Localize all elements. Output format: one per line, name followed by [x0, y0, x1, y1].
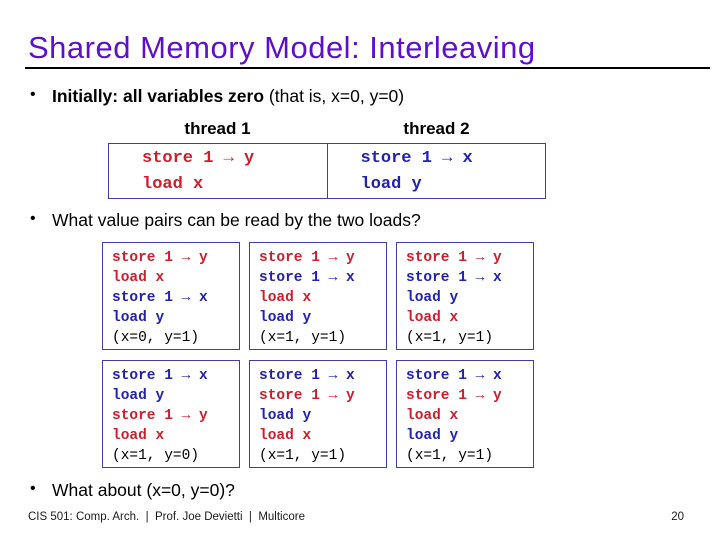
thread-headers: thread 1 thread 2 [108, 119, 546, 139]
code-line: store 1 → y [112, 250, 208, 266]
code-line: load y [259, 408, 312, 424]
thread2-header: thread 2 [403, 119, 470, 138]
result-line: (x=1, y=0) [112, 448, 200, 464]
code-line: store 1 → y [142, 149, 255, 168]
interleaving-box: store 1 → x load y store 1 → y load x (x… [102, 360, 240, 468]
code-line: store 1 → y [259, 388, 355, 404]
code-line: store 1 → x [406, 270, 502, 286]
code-line: store 1 → x [406, 368, 502, 384]
thread1-cell: store 1 → y load x [109, 144, 328, 198]
slide-title: Shared Memory Model: Interleaving [28, 30, 536, 65]
code-line: load y [360, 175, 422, 194]
thread1-header: thread 1 [184, 119, 251, 138]
code-line: store 1 → y [406, 250, 502, 266]
result-line: (x=0, y=1) [112, 330, 200, 346]
code-line: store 1 → x [112, 290, 208, 306]
bullet-initially-bold: Initially: all variables zero [52, 86, 265, 106]
result-line: (x=1, y=1) [259, 448, 347, 464]
code-line: load x [112, 270, 165, 286]
code-line: store 1 → x [112, 368, 208, 384]
bullet-question-loads: • What value pairs can be read by the tw… [30, 210, 421, 231]
code-line: load x [142, 175, 204, 194]
code-line: load y [259, 310, 312, 326]
result-line: (x=1, y=1) [406, 330, 494, 346]
code-line: load y [112, 388, 165, 404]
code-line: load y [112, 310, 165, 326]
bullet-dot: • [30, 86, 36, 103]
bullet-question-loads-text: What value pairs can be read by the two … [52, 210, 421, 230]
code-line: load x [406, 310, 459, 326]
code-line: load y [406, 290, 459, 306]
result-line: (x=1, y=1) [406, 448, 494, 464]
code-line: store 1 → y [259, 250, 355, 266]
bullet-initially-text: Initially: all variables zero (that is, … [52, 86, 404, 107]
code-line: store 1 → x [259, 368, 355, 384]
code-line: store 1 → y [406, 388, 502, 404]
bullet-dot: • [30, 210, 36, 227]
bullet-initially-rest: (that is, x=0, y=0) [264, 86, 405, 106]
bullet-initially: • Initially: all variables zero (that is… [30, 86, 404, 107]
code-line: store 1 → x [259, 270, 355, 286]
footer-text: CIS 501: Comp. Arch. | Prof. Joe Deviett… [28, 511, 305, 523]
interleaving-box: store 1 → x store 1 → y load y load x (x… [249, 360, 387, 468]
interleaving-box: store 1 → y store 1 → x load x load y (x… [249, 242, 387, 350]
title-underline [25, 67, 710, 69]
bullet-question-zero: • What about (x=0, y=0)? [30, 480, 235, 501]
code-line: load x [406, 408, 459, 424]
bullet-dot: • [30, 480, 36, 497]
thread2-cell: store 1 → x load y [328, 144, 546, 198]
code-line: store 1 → x [360, 149, 473, 168]
code-line: load y [406, 428, 459, 444]
interleaving-box: store 1 → x store 1 → y load x load y (x… [396, 360, 534, 468]
interleaving-box: store 1 → y store 1 → x load y load x (x… [396, 242, 534, 350]
interleavings-row-1: store 1 → y load x store 1 → x load y (x… [102, 242, 534, 350]
result-line: (x=1, y=1) [259, 330, 347, 346]
code-line: store 1 → y [112, 408, 208, 424]
interleaving-box: store 1 → y load x store 1 → x load y (x… [102, 242, 240, 350]
bullet-question-zero-text: What about (x=0, y=0)? [52, 480, 235, 500]
code-line: load x [112, 428, 165, 444]
code-line: load x [259, 428, 312, 444]
page-number: 20 [671, 511, 684, 523]
interleavings-row-2: store 1 → x load y store 1 → y load x (x… [102, 360, 534, 468]
threads-box: store 1 → y load x store 1 → x load y [108, 143, 546, 199]
code-line: load x [259, 290, 312, 306]
